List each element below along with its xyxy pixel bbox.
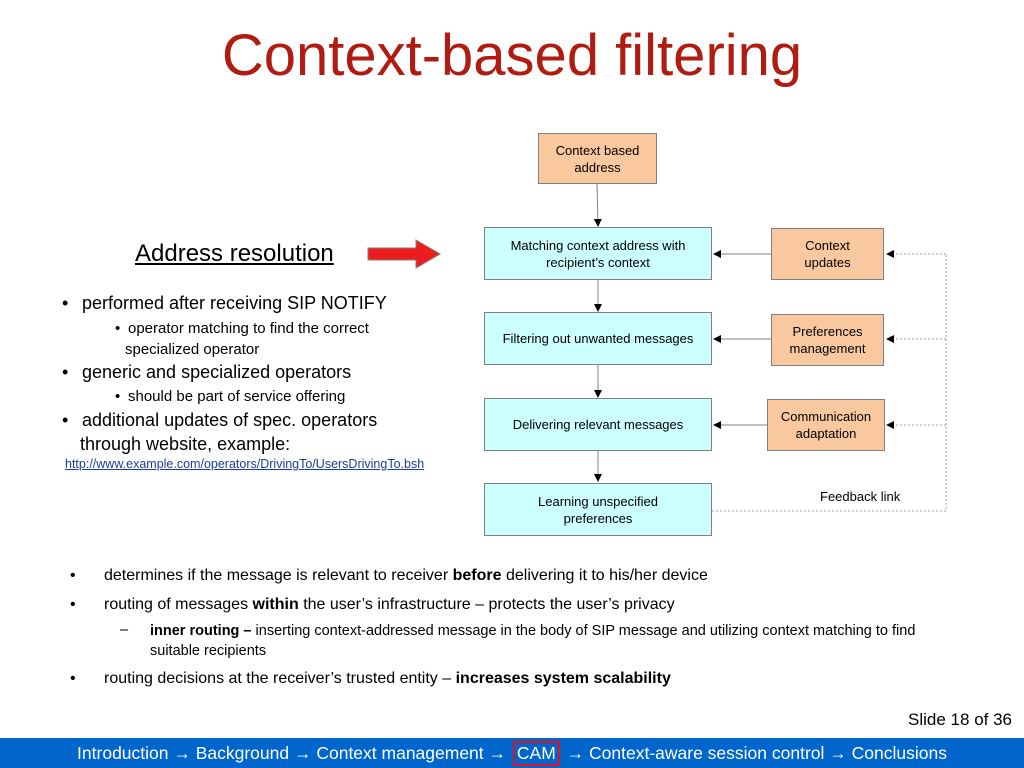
communication-box: Communication adaptation xyxy=(767,399,885,451)
address-resolution-heading: Address resolution xyxy=(135,240,334,267)
bullet-dot: • xyxy=(62,293,69,313)
nav-current-section[interactable]: CAM xyxy=(512,740,560,766)
context-updates-box: Context updates xyxy=(771,228,884,280)
left-bullet-3-cont: through website, example: xyxy=(80,434,291,454)
arrow-address-to-matching xyxy=(593,183,602,227)
context-based-address-box: Context based address xyxy=(538,133,657,184)
navigation-bar: Introduction → Background → Context mana… xyxy=(0,738,1024,768)
bullet-dot: • xyxy=(115,320,121,337)
diagram-connectors xyxy=(593,183,947,512)
feedback-link-line xyxy=(712,254,947,512)
example-link[interactable]: http://www.example.com/operators/Driving… xyxy=(65,457,425,471)
preferences-box: Preferences management xyxy=(771,314,884,366)
left-subbullet-2: should be part of service offering xyxy=(128,388,346,405)
preferences-label: Preferences management xyxy=(789,324,866,356)
left-bullet-2: generic and specialized operators xyxy=(82,362,352,382)
bottom-bullet-1: determines if the message is relevant to… xyxy=(104,567,708,584)
context-updates-label: Context updates xyxy=(804,238,851,270)
left-bullet-1: performed after receiving SIP NOTIFY xyxy=(82,293,387,313)
red-arrow-icon xyxy=(367,239,441,269)
slide-number: Slide 18 of 36 xyxy=(908,710,1012,729)
matching-box: Matching context address with recipient’… xyxy=(484,227,712,280)
delivering-box: Delivering relevant messages xyxy=(484,398,712,451)
nav-previous-sections[interactable]: Introduction → Background → Context mana… xyxy=(77,742,511,763)
delivering-label: Delivering relevant messages xyxy=(512,417,684,432)
feedback-link-label: Feedback link xyxy=(820,489,901,504)
slide-title: Context-based filtering xyxy=(221,23,803,88)
bottom-bullet-3: routing decisions at the receiver’s trus… xyxy=(104,670,671,687)
filtering-box: Filtering out unwanted messages xyxy=(484,312,712,365)
bullet-dot: • xyxy=(62,410,69,430)
left-subbullet-1-cont: specialized operator xyxy=(125,341,260,358)
nav-next-sections[interactable]: → Context-aware session control → Conclu… xyxy=(561,742,947,763)
left-subbullet-1: operator matching to find the correct xyxy=(128,320,369,337)
matching-label: Matching context address with recipient’… xyxy=(510,237,686,270)
bullet-dot: • xyxy=(115,388,121,405)
learning-box: Learning unspecified preferences xyxy=(484,483,712,536)
filtering-label: Filtering out unwanted messages xyxy=(502,331,694,346)
left-bullet-3: additional updates of spec. operators xyxy=(82,410,378,430)
bullet-dot: • xyxy=(70,567,76,584)
sub-bullet-dash: – xyxy=(120,622,129,638)
context-based-address-label: Context based address xyxy=(555,142,640,175)
bottom-subbullet: inner routing – inserting context-addres… xyxy=(150,623,916,659)
bullet-dot: • xyxy=(70,596,76,613)
learning-label: Learning unspecified preferences xyxy=(538,493,658,526)
communication-label: Communication adaptation xyxy=(780,409,872,441)
bottom-bullet-2: routing of messages within the user’s in… xyxy=(104,596,675,613)
bullet-dot: • xyxy=(70,670,76,687)
bullet-dot: • xyxy=(62,362,69,382)
